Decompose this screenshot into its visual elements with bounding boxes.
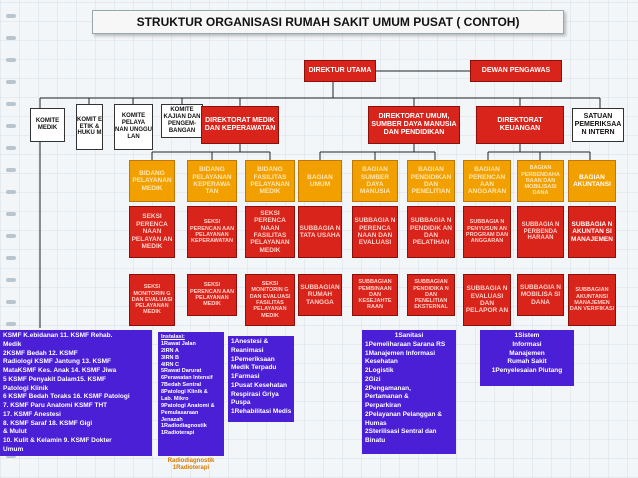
dewan-pengawas-box: DEWAN PENGAWAS [470, 60, 562, 82]
subbagian-pendidikan-pelatihan-box: SUBBAGIA N PENDIDIK AN DAN PELATIHAN [407, 206, 455, 258]
bidang-pelayanan-medik-box: BIDANG PELAYANAN MEDIK [129, 160, 175, 202]
direktur-utama-box: DIREKTUR UTAMA [304, 60, 376, 82]
bagian-perbendaharaan-box: BAGIAN PERBENDAHA RAAN DAN MOBILISASI DA… [517, 160, 564, 202]
subbagian-akuntansi-manajemen-box: SUBBAGIA N AKUNTAN SI MANAJEMEN [568, 206, 616, 258]
seksi-monitoring-fasilitas-box: SEKSI MONITORIN G DAN EVALUASI FASILITAS… [245, 274, 295, 326]
seksi-perencanaan-fasilitas-box: SEKSI PERENCA NAAN FASILITAS PELAYANAN M… [245, 206, 295, 258]
satuan-pemeriksaan-intern-box: SATUAN PEMERIKSAA N INTERN [572, 108, 624, 142]
direktorat-medik-keperawatan-box: DIREKTORAT MEDIK DAN KEPERAWATAN [201, 106, 279, 144]
direktorat-umum-sdm-pendidikan-box: DIREKTORAT UMUM, SUMBER DAYA MANUSIA DAN… [368, 106, 460, 144]
bagian-pendidikan-penelitian-box: BAGIAN PENDIDIKAN DAN PENELITIAN [407, 160, 455, 202]
subbagian-tata-usaha-box: SUBBAGIA N TATA USAHA [298, 206, 342, 258]
bagian-umum-box: BAGIAN UMUM [298, 160, 342, 202]
subbagian-pembinaan-kesejahteraan-box: SUBBAGIAN PEMBINAAN DAN KESEJAHTE RAAN [352, 274, 398, 316]
komite-etik-hukum-box: KOMIT E ETIK & HUKU M [76, 104, 103, 150]
page-title: STRUKTUR ORGANISASI RUMAH SAKIT UMUM PUS… [92, 10, 564, 34]
subbagian-penyusunan-program-box: SUBBAGIA N PENYUSUN AN PROGRAM DAN ANGGA… [463, 206, 511, 258]
seksi-perencanaan-pelayanan-keperawatan-box: SEKSI PERENCAN AAN PELAYANAN KEPERAWATAN [187, 206, 237, 258]
subbagian-perbendaharaan-box: SUBBAGIA N PERBENDA HARAAN [517, 206, 564, 258]
komite-kajian-pengembangan-box: KOMITE KAJIAN DAN PENGEM- BANGAN [161, 104, 203, 138]
direktorat-keuangan-box: DIREKTORAT KEUANGAN [476, 106, 564, 144]
subbagian-mobilisasi-dana-box: SUBBAGIA N MOBILISA SI DANA [517, 274, 564, 316]
komite-medik-box: KOMITE MEDIK [30, 108, 65, 142]
bidang-fasilitas-pelayanan-medik-box: BIDANG FASILITAS PELAYANAN MEDIK [245, 160, 295, 202]
bagian-sdm-box: BAGIAN SUMBER DAYA MANUSIA [352, 160, 398, 202]
subbagian-rumah-tangga-box: SUBBAGIAN RUMAH TANGGA [298, 274, 342, 316]
bagian-perencanaan-anggaran-box: BAGIAN PERENCAN AAN ANGGARAN [463, 160, 511, 202]
subbagian-evaluasi-pelaporan-box: SUBBAGIA N EVALUASI DAN PELAPOR AN [463, 274, 511, 326]
komite-pelayanan-unggulan-box: KOMITE PELAYA NAN UNGGU LAN [114, 104, 153, 150]
seksi-perencanaan-pelayanan-medik-2-box: SEKSI PERENCAN AAN PELAYANAN MEDIK [187, 274, 237, 316]
subbagian-perencanaan-evaluasi-box: SUBBAGIA N PERENCA NAAN DAN EVALUASI [352, 206, 398, 258]
subbagian-pendidikan-eksternal-box: SUBBAGIAN PENDIDIKA N DAN PENELITIAN EKS… [407, 274, 455, 316]
subbagian-akuntansi-verifikasi-box: SUBBAGIAN AKUNTANSI MANAJEMEN DAN VERIFI… [568, 274, 616, 326]
bagian-akuntansi-box: BAGIAN AKUNTANSI [568, 160, 616, 202]
seksi-perencanaan-pelayanan-medik-box: SEKSI PERENCA NAAN PELAYAN AN MEDIK [129, 206, 175, 258]
bidang-pelayanan-keperawatan-box: BIDANG PELAYANAN KEPERAWA TAN [187, 160, 237, 202]
seksi-monitoring-pelayanan-medik-box: SEKSI MONITORIN G DAN EVALUASI PELAYANAN… [129, 274, 175, 326]
